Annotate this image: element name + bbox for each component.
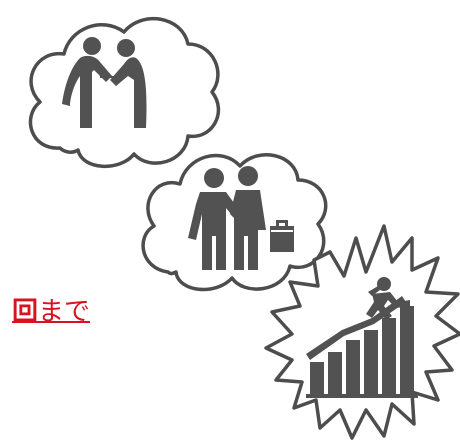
thought-cloud-top [28, 16, 221, 168]
caption-strong-text: 回 [11, 297, 38, 327]
handshake-businessmen-icon [188, 166, 294, 270]
caption-link[interactable]: 回まで [0, 296, 90, 328]
caption-text: まで [37, 297, 90, 327]
growth-chart-climber-icon [306, 277, 418, 398]
bowing-people-icon [62, 37, 147, 129]
